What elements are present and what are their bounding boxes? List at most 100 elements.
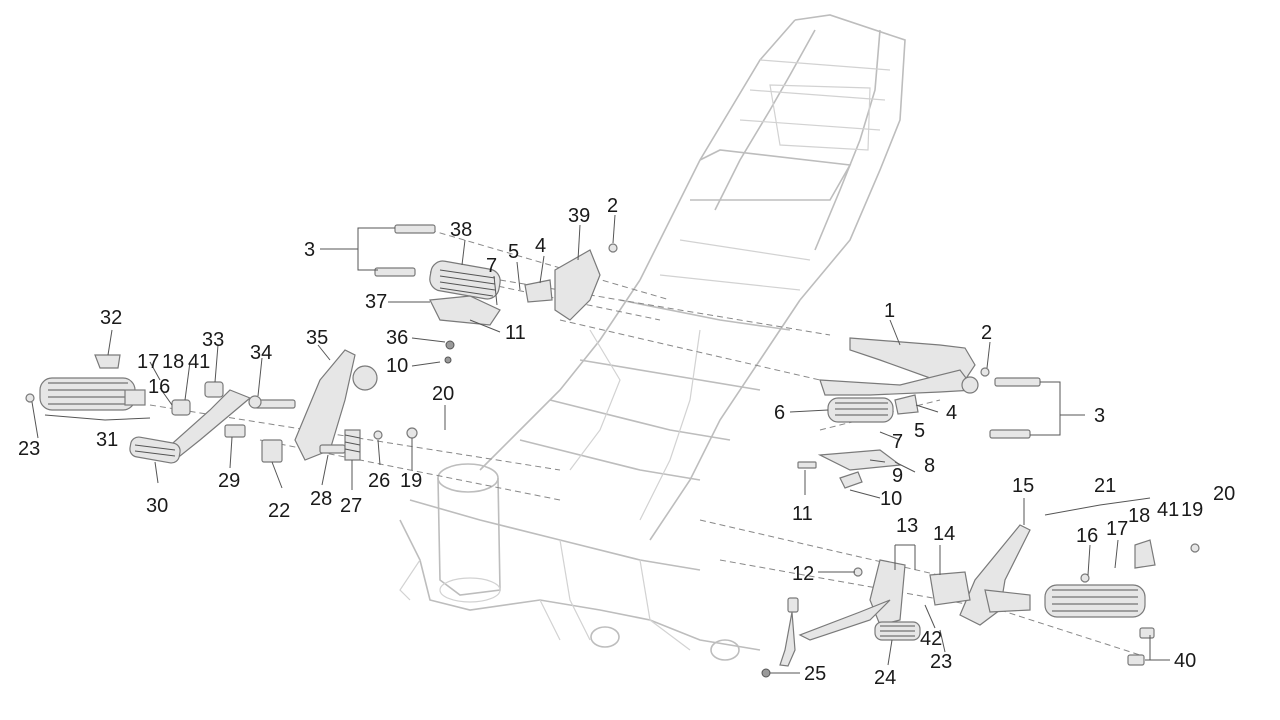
callout-41-right: 41: [1157, 499, 1179, 521]
callout-14: 14: [933, 523, 955, 545]
callout-38: 38: [450, 219, 472, 241]
callout-12: 12: [792, 563, 814, 585]
nut-2-right: [980, 367, 990, 377]
callout-32: 32: [100, 307, 122, 329]
parts: [25, 224, 1200, 678]
callout-19-right: 19: [1181, 499, 1203, 521]
callout-35: 35: [306, 327, 328, 349]
callout-6: 6: [774, 402, 785, 424]
bolt-12: [853, 567, 863, 577]
callout-18-right: 18: [1128, 505, 1150, 527]
callout-33: 33: [202, 329, 224, 351]
callout-27: 27: [340, 495, 362, 517]
bolt-3-right-upper: [994, 377, 1041, 387]
bushing-22: [261, 439, 283, 463]
callout-23-left: 23: [18, 438, 40, 460]
brake-pedal-24: [798, 599, 921, 641]
screw-10: [444, 356, 452, 364]
callout-41-left: 41: [188, 351, 210, 373]
callout-39: 39: [568, 205, 590, 227]
callout-11-upper: 11: [505, 322, 526, 344]
callout-28: 28: [310, 488, 332, 510]
washer-34: [248, 395, 262, 409]
footpeg-40: [1044, 584, 1146, 618]
callout-4-upper: 4: [535, 235, 546, 257]
callout-13: 13: [896, 515, 918, 537]
plate-4: [524, 279, 553, 303]
bolt-3-right-lower: [989, 429, 1031, 439]
footrest-rubber-6: [827, 397, 894, 423]
callout-5-upper: 5: [508, 241, 519, 263]
pin-16-right: [1080, 573, 1090, 583]
callout-9: 9: [892, 465, 903, 487]
callout-10-upper: 10: [386, 355, 408, 377]
callout-20-left: 20: [432, 383, 454, 405]
callout-2-upper: 2: [607, 195, 618, 217]
callout-4-right: 4: [946, 402, 957, 424]
callout-37: 37: [365, 291, 387, 313]
footpeg-31: [39, 377, 146, 411]
nut-19-right: [1190, 543, 1200, 553]
bracket-35: [294, 349, 378, 461]
callout-31: 31: [96, 429, 118, 451]
callout-1: 1: [884, 300, 895, 322]
callout-17-left: 17: [137, 351, 159, 373]
callout-15: 15: [1012, 475, 1034, 497]
cap-40-upper: [1139, 627, 1155, 639]
callout-24: 24: [874, 667, 896, 689]
bolt-3-upper: [394, 224, 436, 234]
footrest-rubber-38: [429, 260, 501, 300]
bolt-3-lower: [374, 267, 416, 277]
callout-34: 34: [250, 342, 272, 364]
callout-3-left: 3: [304, 239, 315, 261]
leader-lines: [31, 214, 1170, 674]
clip-23-left: [25, 393, 35, 403]
callout-16-right: 16: [1076, 525, 1098, 547]
brake-pedal-30: [129, 389, 252, 464]
callout-11-right: 11: [792, 503, 813, 525]
callout-21: 21: [1094, 475, 1116, 497]
callout-18-left: 18: [162, 351, 184, 373]
callout-16-left: 16: [148, 376, 170, 398]
nut-2: [608, 243, 618, 253]
plate-4-right: [894, 394, 919, 415]
callout-2-right: 2: [981, 322, 992, 344]
callout-42: 42: [920, 628, 942, 650]
footrest-bracket-1: [819, 337, 979, 396]
callout-36: 36: [386, 327, 408, 349]
callout-19-left: 19: [400, 470, 422, 492]
callout-22: 22: [268, 500, 290, 522]
callout-23-right: 23: [930, 651, 952, 673]
bracket-39: [554, 249, 601, 321]
nut-19: [406, 427, 418, 439]
footrest-8: [817, 449, 902, 471]
pin-28: [319, 444, 346, 454]
pin-11: [797, 461, 817, 469]
clip-9: [839, 471, 863, 489]
callout-25: 25: [804, 663, 826, 685]
cap-40-lower: [1127, 654, 1145, 666]
callout-8: 8: [924, 455, 935, 477]
footrest-37: [429, 295, 501, 326]
bushing-18: [171, 399, 191, 416]
callout-7-upper: 7: [486, 255, 497, 277]
callout-30: 30: [146, 495, 168, 517]
callout-10-right: 10: [880, 488, 902, 510]
pin-32: [94, 354, 121, 369]
spacer-41: [204, 381, 224, 398]
callout-5-right: 5: [914, 420, 925, 442]
main-frame: [399, 14, 906, 661]
callout-17-right: 17: [1106, 518, 1128, 540]
screw-36: [445, 340, 455, 350]
callout-26: 26: [368, 470, 390, 492]
callout-40: 40: [1174, 650, 1196, 672]
footrest-bracket-15: [959, 524, 1031, 626]
callout-labels: 3 38 39 2 4 5 7 37 36 10 11 1 2 3 6 4 5 …: [18, 195, 1235, 689]
callout-7-right: 7: [892, 431, 903, 453]
bolt-29: [224, 424, 246, 438]
bracket-14: [929, 571, 971, 606]
callout-29: 29: [218, 470, 240, 492]
callout-20-right: 20: [1213, 483, 1235, 505]
callout-3-right: 3: [1094, 405, 1105, 427]
